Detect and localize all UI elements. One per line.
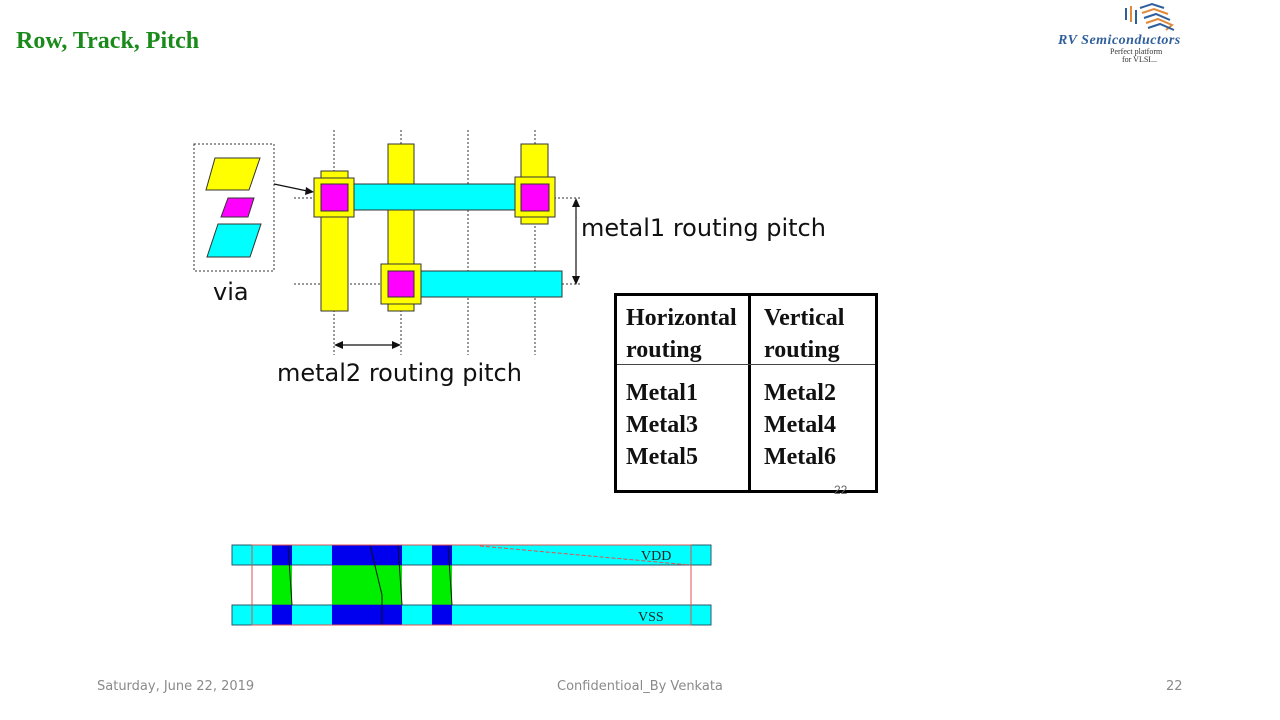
circuit-logo-icon	[1125, 2, 1175, 31]
header-line: routing	[626, 337, 702, 363]
cell-body	[432, 565, 452, 605]
logo-tagline-2: for VLSI...	[1122, 55, 1157, 64]
metal1-wire	[347, 183, 522, 211]
table-cell: Metal1	[626, 380, 698, 406]
vdd-label: VDD	[641, 549, 671, 564]
rail-pins	[272, 545, 452, 625]
slide-title: Row, Track, Pitch	[16, 28, 200, 54]
arrowhead	[572, 276, 580, 285]
metal1-wire	[413, 270, 563, 298]
table-header-vertical: Vertical routing	[764, 302, 844, 366]
via-legend-via-shape	[220, 197, 255, 218]
table-cell: Metal3	[626, 412, 698, 438]
cell-body	[382, 565, 402, 605]
table-cell: Metal5	[626, 444, 698, 470]
row-diagonal	[479, 545, 691, 566]
table-column-horizontal-layers: Metal1 Metal3 Metal5	[626, 377, 698, 473]
via	[380, 263, 422, 305]
metal1-pitch-label: metal1 routing pitch	[581, 214, 826, 242]
via-legend-box	[193, 143, 275, 272]
arrowhead	[305, 187, 314, 195]
table-cell: Metal2	[764, 380, 836, 406]
table-column-divider	[748, 296, 751, 490]
arrowhead	[572, 198, 580, 207]
via-legend-metal2-shape	[205, 157, 261, 191]
table-cell: Metal6	[764, 444, 836, 470]
table-header-horizontal: Horizontal routing	[626, 302, 737, 366]
company-logo: RV Semiconductors Perfect platform for V…	[1040, 0, 1260, 66]
table-column-vertical-layers: Metal2 Metal4 Metal6	[764, 377, 836, 473]
via	[313, 177, 355, 218]
header-line: Horizontal	[626, 305, 737, 331]
metal2-pitch-label: metal2 routing pitch	[277, 359, 522, 387]
cell-body	[272, 565, 292, 605]
header-line: routing	[764, 337, 840, 363]
footer-page-number: 22	[1166, 679, 1183, 694]
routing-pitch-diagram: via metal1 routing pitch metal2 routi	[193, 130, 826, 387]
footer-date: Saturday, June 22, 2019	[97, 679, 255, 694]
table-page-number: 22	[834, 483, 848, 497]
vdd-rail	[231, 544, 712, 566]
logo-tagline: Perfect platform	[1110, 47, 1163, 56]
arrowhead	[334, 341, 343, 349]
table-header-divider	[617, 364, 875, 365]
header-line: Vertical	[764, 305, 845, 331]
table-cell: Metal4	[764, 412, 836, 438]
row-boundary	[251, 544, 692, 626]
standard-cell-row-diagram: VDD VSS	[231, 544, 712, 626]
vss-label: VSS	[638, 610, 664, 625]
via-legend-metal1-shape	[206, 223, 262, 258]
cell-body	[332, 565, 382, 605]
cell-boundaries	[287, 544, 453, 625]
via-label: via	[213, 278, 249, 306]
logo-name: RV Semiconductors	[1058, 33, 1181, 48]
routing-direction-table: Horizontal routing Vertical routing Meta…	[614, 293, 878, 497]
arrowhead	[392, 341, 401, 349]
via	[514, 176, 556, 218]
footer-confidential: Confidentioal_By Venkata	[557, 679, 723, 694]
